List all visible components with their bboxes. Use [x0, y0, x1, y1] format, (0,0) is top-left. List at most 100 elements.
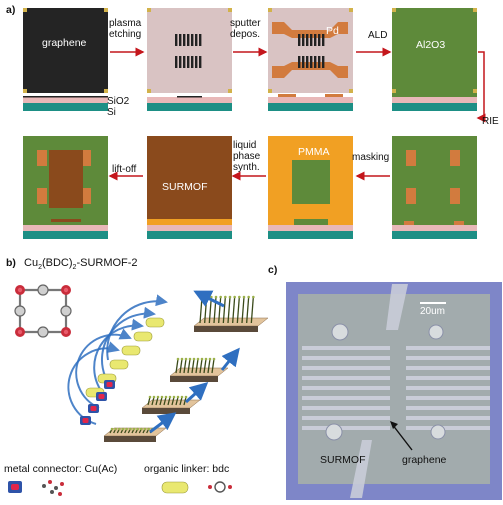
cycle-arc [93, 318, 144, 393]
copper-center [17, 329, 23, 335]
copper-center [63, 329, 69, 335]
mof-node [188, 357, 192, 361]
chip-label-al2o3: Al2O3 [416, 39, 446, 51]
layer-label-sio2: SiO2 [107, 96, 130, 107]
cu-acetate-atom [42, 484, 46, 488]
cu-acetate-atom [58, 492, 62, 496]
mof-node [114, 427, 117, 431]
mof-network [14, 284, 72, 338]
chip-surmof-side [147, 216, 232, 239]
chip-pd-side [268, 94, 353, 111]
graphene-strip [322, 56, 325, 68]
graphene-strip [199, 56, 202, 68]
pad-corner [268, 8, 272, 12]
chip-label-pmma: PMMA [298, 146, 330, 158]
growth-arrow [220, 347, 240, 371]
mof-node [147, 427, 150, 431]
chip-graphene [23, 8, 108, 93]
mof-pillar [203, 358, 207, 374]
cu-acetate-atom [60, 482, 64, 486]
electrode-right [406, 366, 490, 370]
mof-node [118, 427, 121, 431]
bdc-ring-icon [214, 481, 226, 493]
graphene-strip [183, 56, 186, 68]
mof-node [143, 427, 147, 431]
panel-a-letter: a) [6, 4, 16, 16]
copper-center [63, 287, 69, 293]
graphene-strip [318, 56, 321, 68]
graphene-strip [314, 34, 317, 46]
connector-core [82, 418, 89, 423]
mof-node [214, 295, 218, 299]
contact-pad [37, 150, 47, 166]
linker-cylinder [133, 331, 153, 342]
substrate-side [170, 376, 218, 382]
si-layer [23, 231, 108, 239]
sio2-layer [268, 97, 353, 103]
growth-arrow [184, 381, 209, 404]
mof-pillar [159, 396, 163, 406]
electrode-right [406, 386, 490, 390]
chip-rie-side [392, 221, 477, 239]
electrode-left [302, 406, 390, 410]
mof-node [238, 295, 241, 299]
chip-etched [147, 8, 232, 93]
si-layer [23, 103, 108, 111]
window-side [294, 219, 328, 225]
connector-core [98, 394, 105, 399]
sio2-layer [392, 225, 477, 231]
mof-node [200, 357, 204, 361]
graphene-strip [318, 34, 321, 46]
al2o3-layer [392, 221, 477, 225]
mof-node [168, 395, 172, 399]
chip-label-graphene: graphene [42, 37, 87, 49]
chip-pd [268, 8, 353, 93]
mof-node [228, 295, 232, 299]
mof-node [196, 357, 200, 361]
step-masking: masking [352, 152, 390, 163]
mof-pillar [183, 396, 187, 406]
mof-node [140, 427, 143, 431]
bdc-oxygen [208, 485, 212, 489]
electrode-top [272, 22, 348, 38]
linker-icon [161, 481, 189, 494]
bdc-oxygen [228, 485, 232, 489]
mof-pillar [199, 358, 203, 374]
chip-etched-side [147, 96, 232, 111]
copper-center [17, 287, 23, 293]
step-lift-off: lift-off [112, 164, 137, 175]
mof-node [121, 427, 125, 431]
chip-al2o3 [392, 8, 477, 93]
chip-al2o3-side [392, 93, 477, 111]
mof-pillar [171, 396, 175, 406]
pointer-arrow [391, 423, 413, 451]
benzene-ring [14, 305, 26, 317]
mof-node [110, 427, 114, 431]
mof-pillar [207, 358, 211, 374]
benzene-ring [37, 326, 49, 338]
mof-node [192, 357, 196, 361]
surmof-layer [51, 219, 81, 222]
contact-pad [81, 150, 91, 166]
pad-corner [349, 8, 353, 12]
graphene-strip [199, 34, 202, 46]
chip-rie [392, 136, 477, 221]
pad-corner [147, 89, 151, 93]
mof-node [208, 357, 212, 361]
chip-liftoff-side [23, 219, 108, 239]
mof-node [233, 295, 236, 299]
mof-pillar [167, 396, 171, 406]
mof-node [148, 395, 152, 399]
pad-corner [228, 8, 232, 12]
graphene-strip [175, 34, 178, 46]
graphene-strip [183, 34, 186, 46]
mof-node [164, 395, 168, 399]
legend-icons [8, 480, 232, 496]
electrode-left [302, 366, 390, 370]
mof-pillar [218, 296, 222, 324]
graphene-layer [177, 96, 202, 98]
surface-bubble [325, 423, 343, 441]
electrode-left [302, 376, 390, 380]
graphene-layer [23, 96, 108, 98]
